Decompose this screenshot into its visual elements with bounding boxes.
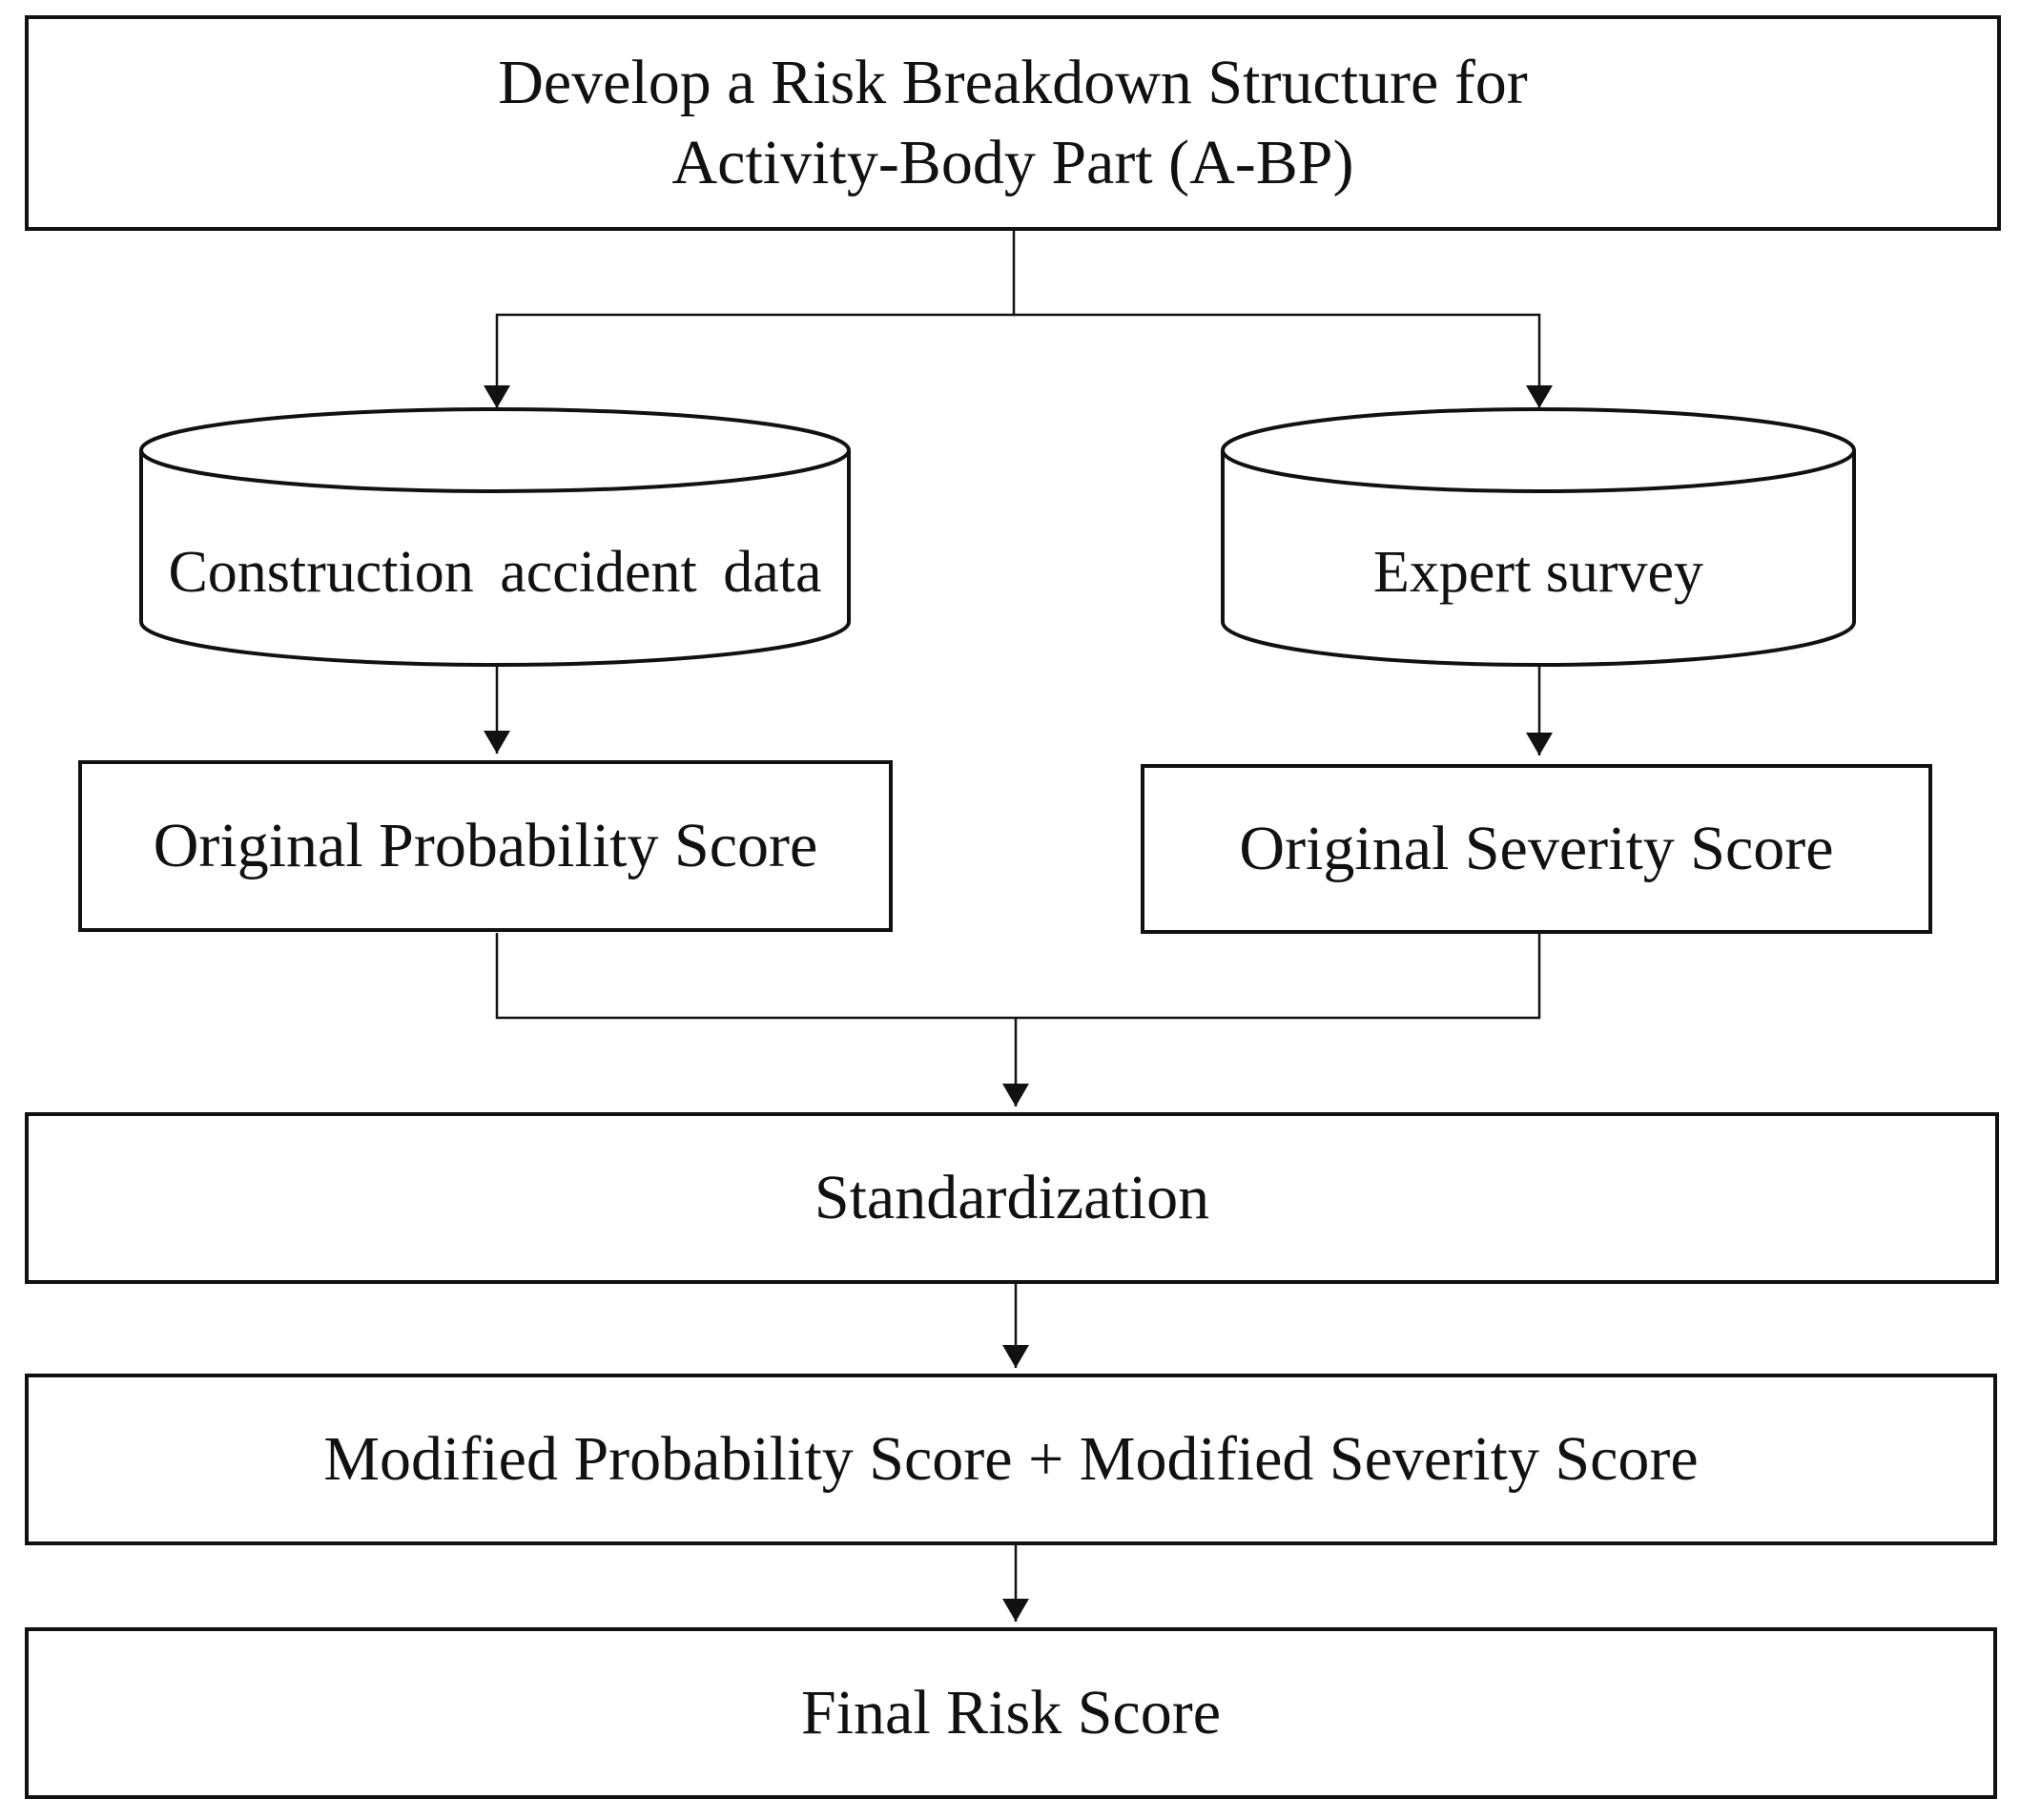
database-cylinder-icon (1221, 407, 1856, 667)
expert-survey-label: Expert survey (1372, 539, 1704, 605)
arrowhead-icon (1002, 1599, 1029, 1622)
standardization-box: Standardization (25, 1112, 1999, 1284)
original-severity-score-box: Original Severity Score (1141, 764, 1932, 934)
standardization-label: Standardization (814, 1162, 1210, 1232)
original-probability-score-box: Original Probability Score (78, 760, 893, 932)
connector-top-split (495, 229, 1016, 408)
modified-scores-box: Modified Probability Score + Modified Se… (25, 1374, 1997, 1545)
arrowhead-icon (484, 385, 510, 408)
connector-top-split-right (1014, 313, 1541, 408)
arrowhead-icon (484, 731, 510, 754)
arrowhead-icon (1526, 733, 1553, 755)
modified-scores-label: Modified Probability Score + Modified Se… (323, 1423, 1699, 1494)
database-cylinder-icon (139, 407, 851, 667)
final-risk-score-label: Final Risk Score (801, 1677, 1221, 1748)
risk-breakdown-box: Develop a Risk Breakdown Structure for A… (25, 15, 2001, 231)
construction-accident-data-label: Construction accident data (168, 539, 822, 605)
arrowhead-icon (1002, 1084, 1029, 1106)
risk-breakdown-label: Develop a Risk Breakdown Structure for A… (498, 47, 1528, 197)
original-probability-score-label: Original Probability Score (153, 810, 818, 880)
connector-merge (495, 933, 1541, 1020)
final-risk-score-box: Final Risk Score (25, 1627, 1997, 1799)
original-severity-score-label: Original Severity Score (1239, 813, 1834, 883)
arrowhead-icon (1002, 1345, 1029, 1368)
arrowhead-icon (1526, 385, 1553, 408)
